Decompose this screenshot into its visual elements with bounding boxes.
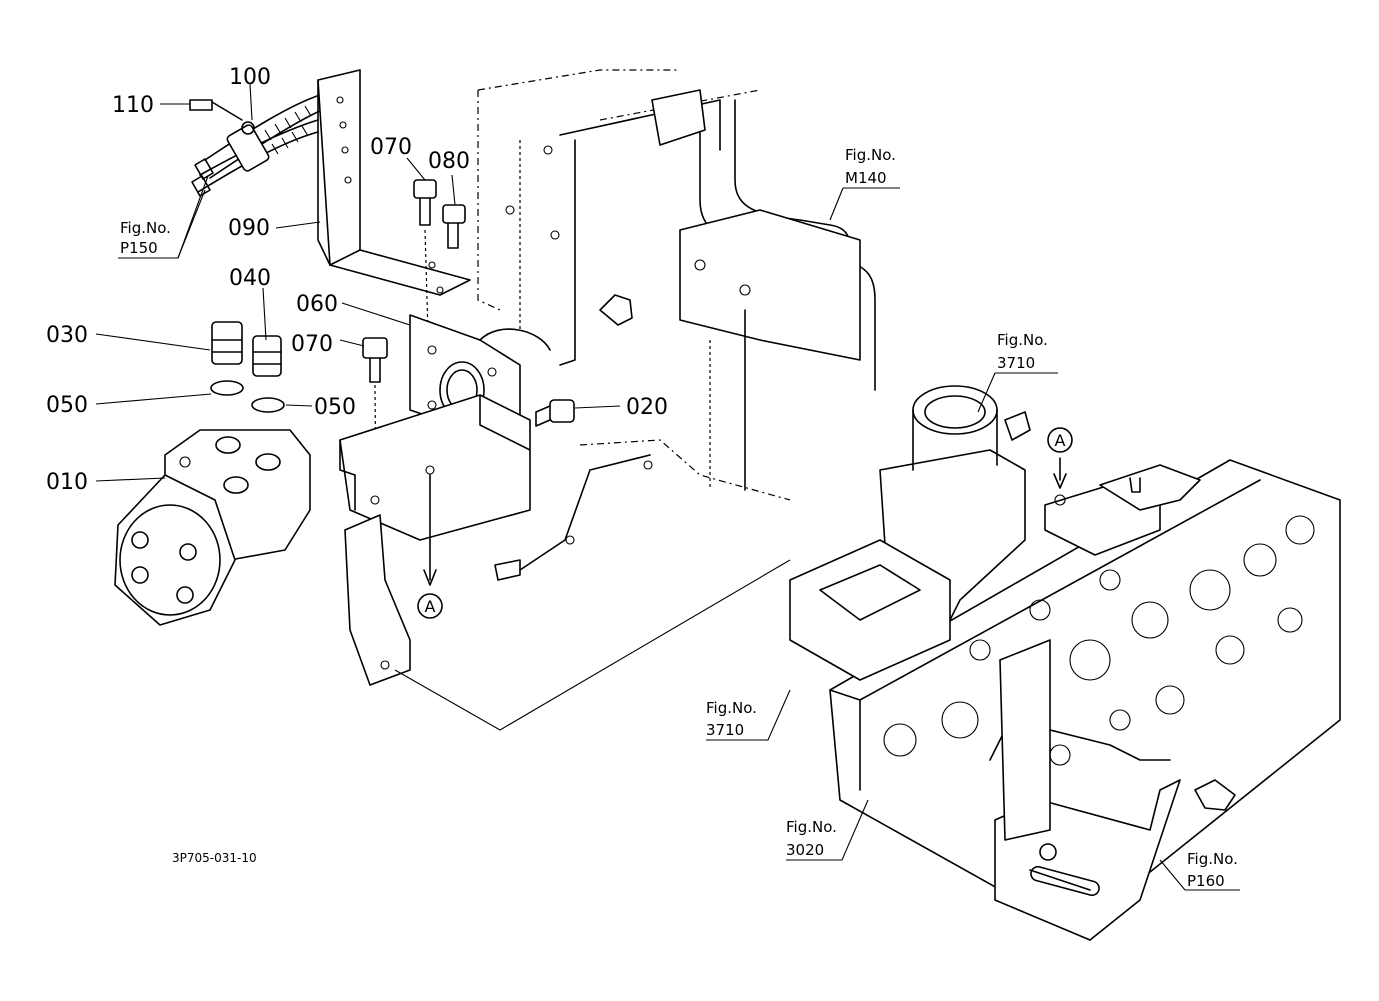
fig-p150-prefix: Fig.No. [120,219,171,237]
marker-a-right-label: A [1055,431,1066,450]
fig-3710-left-number: 3710 [706,721,744,739]
label-100: 100 [229,65,271,90]
label-110: 110 [112,93,154,118]
label-060: 060 [296,292,338,317]
drawing-code: 3P705-031-10 [172,851,257,865]
fig-p160-number: P160 [1187,872,1225,890]
bracket-090 [317,69,471,296]
fig-3020-number: 3020 [786,841,824,859]
marker-a-left: A [417,593,443,619]
figure-reference-labels: Fig.No. P150 Fig.No. M140 Fig.No. 3710 F… [120,146,1238,890]
label-050-right: 050 [314,395,356,420]
fig-3710-top-number: 3710 [997,354,1035,372]
fig-m140-prefix: Fig.No. [845,146,896,164]
engine-cylinder-head [829,459,1341,941]
label-050-left: 050 [46,393,88,418]
fig-3710-left-prefix: Fig.No. [706,699,757,717]
label-070-mid: 070 [291,332,333,357]
fig-m140-number: M140 [845,169,887,187]
upper-frame [477,69,876,581]
fig-3710-top-prefix: Fig.No. [997,331,1048,349]
hydraulic-hoses [189,94,323,197]
label-010: 010 [46,470,88,495]
part-labels: 100 110 070 080 090 040 060 030 070 050 … [46,65,668,495]
bracket-060 [339,314,551,686]
label-070-top: 070 [370,135,412,160]
fittings-030-040 [210,321,285,413]
leader-lines [95,83,1240,891]
label-030: 030 [46,323,88,348]
fig-p150-number: P150 [120,239,158,257]
marker-a-right: A [1047,427,1073,453]
label-040: 040 [229,266,271,291]
fig-p160-prefix: Fig.No. [1187,850,1238,868]
bolt-020 [535,399,575,427]
marker-a-left-label: A [425,597,436,616]
thermostat-housing [789,385,1201,681]
fig-3020-prefix: Fig.No. [786,818,837,836]
label-080: 080 [428,149,470,174]
leader-connection [394,559,791,731]
label-090: 090 [228,216,270,241]
label-020: 020 [626,395,668,420]
steering-motor-010 [114,429,311,626]
